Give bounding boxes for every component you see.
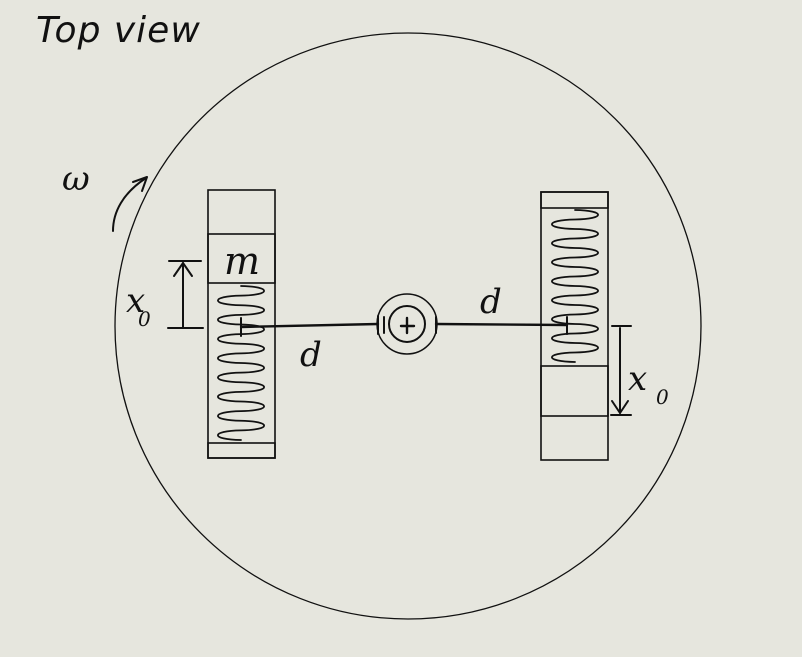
left-displacement-subscript: 0 bbox=[138, 307, 151, 331]
left-slot: m bbox=[207, 189, 276, 459]
right-spring bbox=[551, 209, 599, 363]
left-displacement-symbol: x bbox=[126, 281, 145, 321]
right-displacement-subscript: 0 bbox=[656, 385, 669, 409]
distance-label-left: d bbox=[300, 335, 322, 375]
right-slot bbox=[540, 191, 609, 461]
distance-label-right: d bbox=[480, 282, 502, 322]
left-mass-block bbox=[207, 233, 276, 284]
right-displacement-arrow bbox=[610, 325, 632, 416]
rotation-arrow-icon bbox=[112, 176, 148, 232]
right-mass-block bbox=[540, 365, 609, 417]
left-rod bbox=[239, 315, 380, 337]
right-displacement-symbol: x bbox=[628, 359, 647, 399]
omega-label: ω bbox=[62, 159, 90, 199]
left-spring bbox=[217, 285, 265, 441]
center-pivot bbox=[376, 293, 438, 355]
right-rod bbox=[434, 316, 569, 335]
right-slot-end-cap bbox=[540, 191, 609, 209]
diagram-title: Top view bbox=[36, 10, 201, 51]
rotating-disk bbox=[114, 32, 702, 620]
left-displacement-arrow bbox=[167, 260, 204, 329]
mass-label: m bbox=[224, 239, 260, 283]
left-slot-end-cap bbox=[207, 442, 276, 459]
